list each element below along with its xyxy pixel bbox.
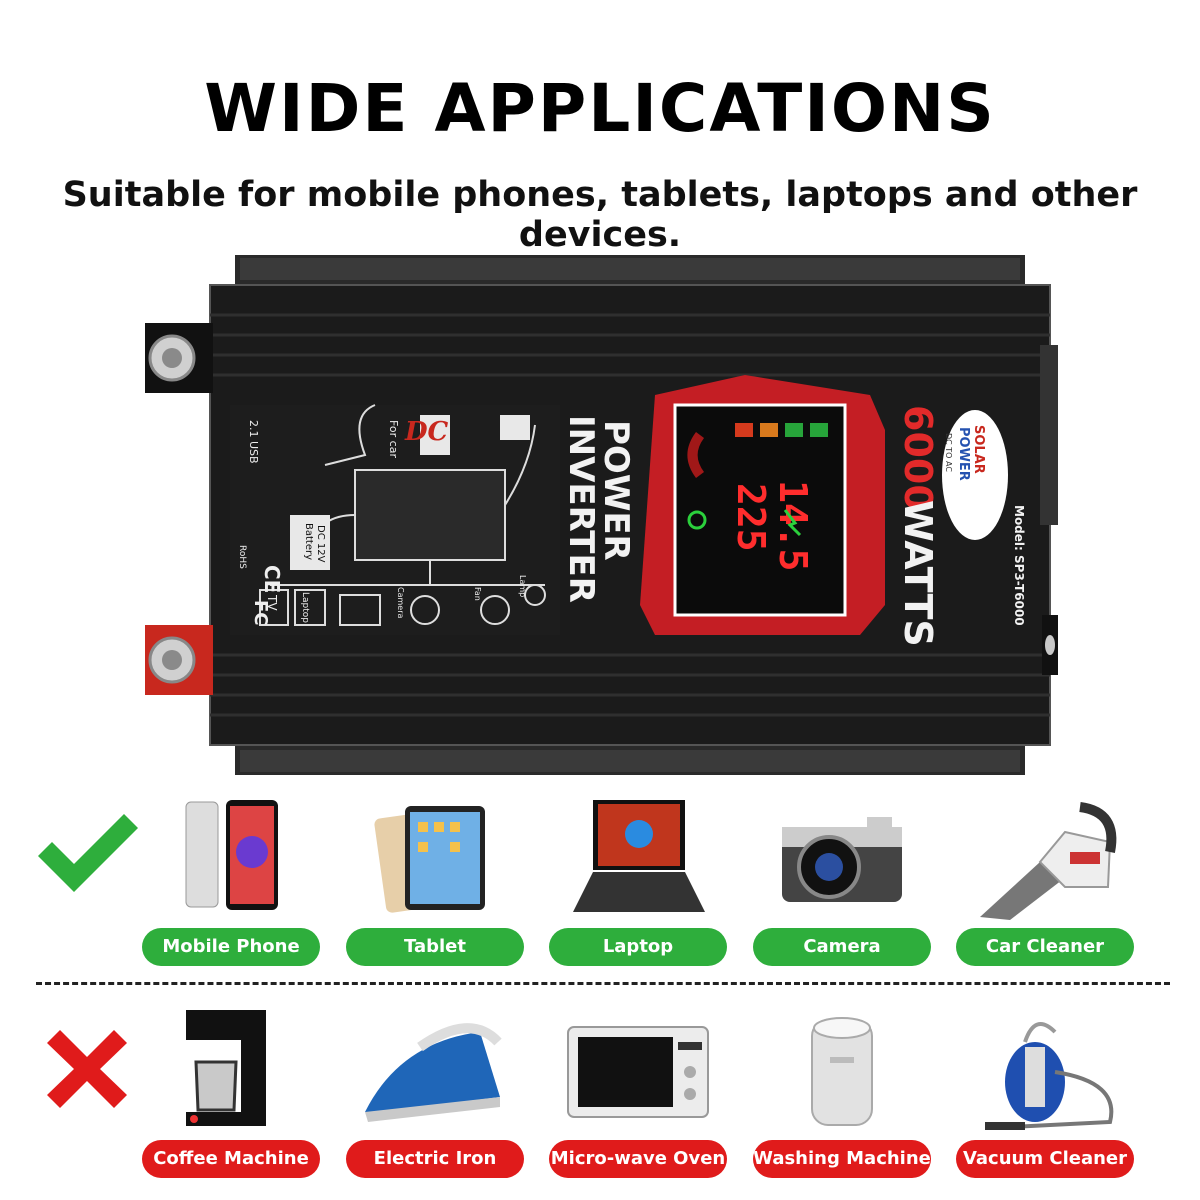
checkmark-icon — [38, 814, 138, 892]
fc-mark: FC — [250, 600, 271, 626]
car-cleaner-icon — [980, 802, 1117, 920]
washing-machine-icon — [811, 1017, 873, 1126]
for-car-label: For car — [387, 420, 400, 458]
device-label: Camera — [753, 928, 931, 966]
device-label: Laptop — [549, 928, 727, 966]
solar-power-logo: SOLAR POWER DC TO AC — [942, 410, 1008, 540]
lcd-input-voltage: 14.5 — [771, 480, 815, 572]
svg-text:SOLAR: SOLAR — [971, 425, 986, 474]
svg-text:DC: DC — [404, 417, 449, 447]
device-label: Vacuum Cleaner — [956, 1140, 1134, 1178]
device-label: Micro-wave Oven — [549, 1140, 727, 1178]
camera-app-label: Camera — [396, 587, 405, 618]
microwave-oven-icon — [567, 1026, 709, 1118]
wattage-number: 6000 — [896, 405, 940, 511]
tablet-icon — [374, 806, 485, 913]
rohs-label: RoHS — [237, 545, 247, 569]
page-subtitle: Suitable for mobile phones, tablets, lap… — [62, 175, 1138, 255]
model-number: Model: SP3-T6000 — [1012, 505, 1026, 626]
device-label: Electric Iron — [346, 1140, 524, 1178]
suitable-devices-row: Mobile Phone Tablet Laptop Camera Car Cleane… — [0, 790, 1200, 980]
wattage-unit: WATTS — [896, 500, 940, 647]
svg-text:POWER: POWER — [956, 427, 971, 481]
laptop-icon — [573, 800, 705, 912]
device-label: Tablet — [346, 928, 524, 966]
product-name-line1: POWER — [596, 420, 636, 561]
mobile-phone-icon — [185, 800, 278, 910]
tv-label: TV — [265, 594, 279, 611]
vacuum-cleaner-icon — [985, 1022, 1114, 1130]
unsuitable-devices-row: Coffee Machine Electric Iron Micro-wave Ov… — [0, 1000, 1200, 1200]
battery-label: DC 12V — [315, 525, 326, 563]
product-name-line2: INVERTER — [561, 415, 601, 603]
battery-label-2: Battery — [303, 523, 314, 560]
positive-terminal — [145, 625, 213, 695]
cross-icon — [47, 1030, 127, 1108]
svg-text:DC TO AC: DC TO AC — [944, 433, 953, 472]
electric-iron-icon — [365, 1023, 502, 1122]
power-inverter-image: DC CE FC DC 12V Battery For car 2.1 USB … — [145, 255, 1058, 775]
lcd-output-voltage: 225 — [729, 483, 773, 552]
fan-app-label: Fan — [473, 587, 482, 601]
device-label: Car Cleaner — [956, 928, 1134, 966]
page-title: WIDE APPLICATIONS — [204, 70, 996, 147]
camera-icon — [782, 817, 902, 902]
device-label: Coffee Machine — [142, 1140, 320, 1178]
usb-label: 2.1 USB — [247, 420, 260, 464]
application-diagram: DC CE FC DC 12V Battery For car 2.1 USB … — [230, 404, 560, 635]
coffee-machine-icon — [186, 1010, 266, 1126]
device-label: Mobile Phone — [142, 928, 320, 966]
negative-terminal — [145, 323, 213, 393]
laptop-app-label: Laptop — [300, 592, 310, 623]
device-label: Washing Machine — [753, 1140, 931, 1178]
lcd-display: 14.5 225 — [687, 423, 828, 572]
ce-mark: CE — [260, 565, 284, 593]
lamp-app-label: Lamp — [518, 575, 527, 597]
section-divider — [36, 982, 1170, 985]
